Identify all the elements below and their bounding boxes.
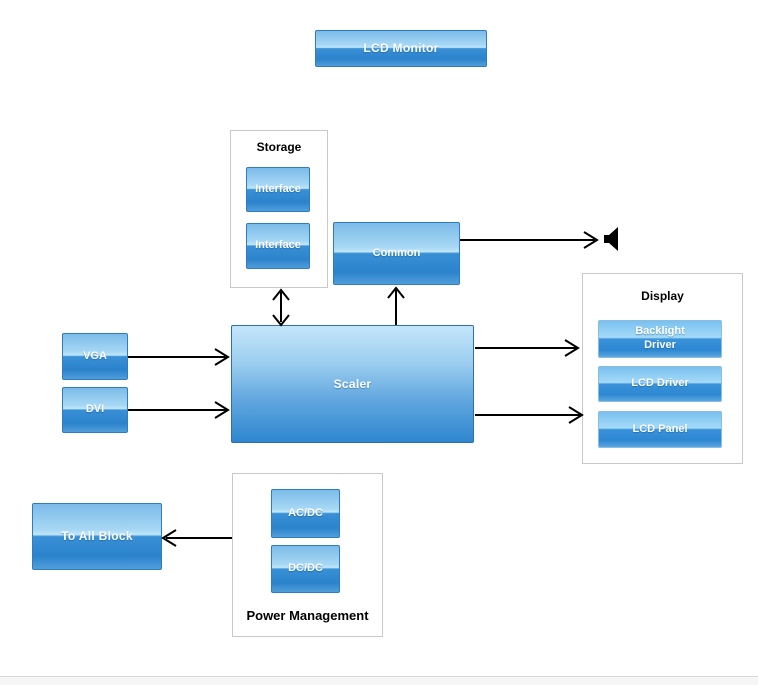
block-lcd-monitor-label: LCD Monitor (363, 41, 439, 55)
block-lcd-panel: LCD Panel (598, 411, 722, 448)
arrow-scaler-to-common (387, 286, 405, 325)
block-common: Common (333, 222, 460, 285)
group-storage-title: Storage (256, 140, 302, 154)
arrow-vga-to-scaler (128, 348, 230, 366)
group-display-title: Display (641, 289, 684, 303)
arrow-scaler-to-backlight-driver (475, 339, 580, 357)
block-lcd-monitor: LCD Monitor (315, 30, 487, 67)
arrow-storage-scaler-bidirectional (272, 288, 290, 327)
block-interface-2: Interface (246, 223, 310, 269)
group-power-management: Power Management AC/DC DC/DC (232, 473, 383, 637)
block-vga-label: VGA (83, 349, 107, 362)
block-backlight-driver-label: Backlight Driver (635, 325, 685, 351)
block-interface-2-label: Interface (255, 239, 301, 252)
arrow-scaler-to-lcd-panel (475, 406, 584, 424)
block-dc-dc-label: DC/DC (288, 562, 323, 575)
block-interface-1-label: Interface (255, 182, 301, 195)
bottom-divider-strip (0, 676, 758, 685)
block-backlight-driver: Backlight Driver (598, 320, 722, 358)
group-power-management-title: Power Management (246, 608, 369, 623)
block-to-all-block-label: To All Block (61, 529, 133, 543)
block-lcd-driver-label: LCD Driver (631, 377, 689, 390)
arrow-common-to-speaker (460, 231, 599, 249)
block-common-label: Common (372, 246, 421, 259)
arrow-power-to-all-block (161, 529, 232, 547)
group-display: Display Backlight Driver LCD Driver LCD … (582, 273, 743, 464)
block-scaler: Scaler (231, 325, 474, 443)
speaker-icon (604, 227, 618, 251)
group-storage: Storage Interface Interface (230, 130, 328, 288)
block-dvi-label: DVI (85, 403, 105, 416)
block-interface-1: Interface (246, 167, 310, 212)
block-to-all-block: To All Block (32, 503, 162, 570)
block-dvi: DVI (62, 387, 128, 433)
block-lcd-driver: LCD Driver (598, 366, 722, 402)
block-ac-dc: AC/DC (271, 489, 340, 538)
block-vga: VGA (62, 333, 128, 380)
block-ac-dc-label: AC/DC (288, 506, 323, 519)
block-lcd-panel-label: LCD Panel (632, 422, 688, 435)
block-dc-dc: DC/DC (271, 545, 340, 593)
block-scaler-label: Scaler (333, 376, 372, 391)
arrow-dvi-to-scaler (128, 401, 230, 419)
